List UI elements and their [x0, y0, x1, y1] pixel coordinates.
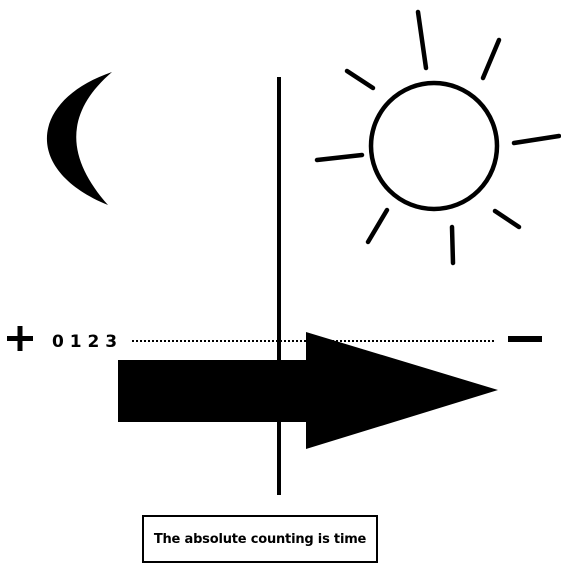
- sun-ray: [492, 208, 522, 230]
- counting-label: 0 1 2 3: [52, 332, 117, 352]
- plus-sign: [7, 326, 33, 351]
- sun-disc: [368, 80, 500, 212]
- caption-text: The absolute counting is time: [153, 531, 367, 547]
- minus-sign: [508, 336, 542, 342]
- sun-ray: [480, 37, 502, 81]
- sun-ray: [449, 224, 456, 266]
- sun-ray: [365, 207, 390, 245]
- moon-icon: [46, 72, 112, 205]
- arrow-right-icon: [118, 332, 498, 449]
- caption-box: The absolute counting is time: [142, 515, 378, 563]
- sun-icon: [314, 9, 561, 266]
- sun-ray: [511, 133, 561, 146]
- sun-ray: [415, 9, 429, 71]
- sun-ray: [344, 68, 376, 91]
- sun-ray: [314, 152, 365, 163]
